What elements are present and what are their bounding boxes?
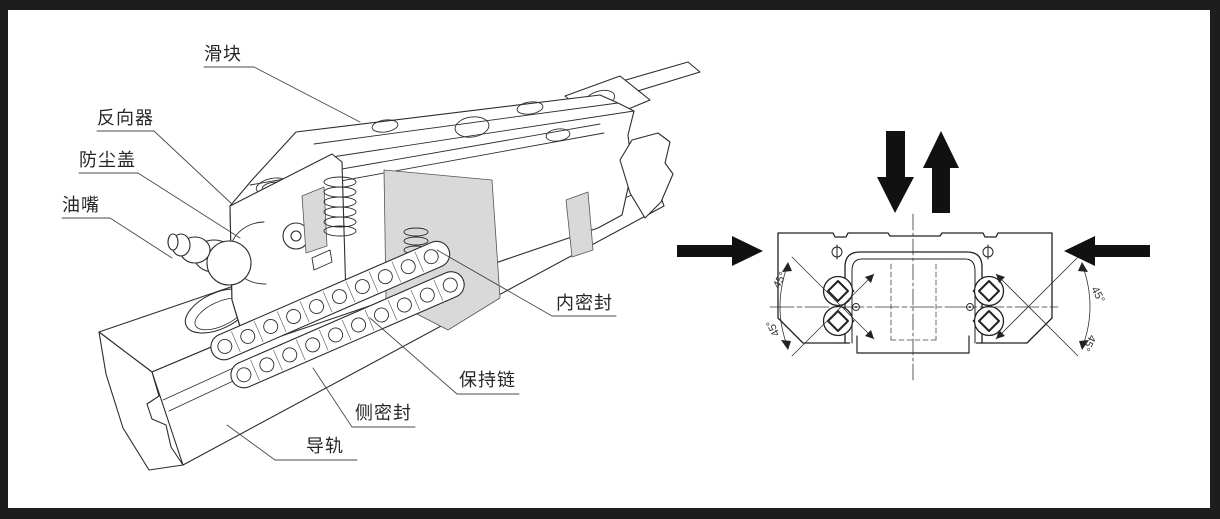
angle-label: 45°: [764, 318, 782, 338]
centerlines: [769, 213, 1059, 381]
leader-slider-block: [203, 66, 361, 123]
leader-oil-nipple: [61, 217, 173, 259]
load-arrows: [677, 131, 1150, 266]
label-side-seal: 侧密封: [355, 403, 412, 423]
left-arrow-icon: [1064, 236, 1150, 266]
cross-section-view: 45° 45° 45° 45°: [677, 131, 1150, 381]
rail-end-stub: [619, 132, 674, 219]
leader-guide-rail: [226, 424, 358, 461]
right-arrow-icon: [677, 236, 763, 266]
leader-dust-cover: [78, 172, 241, 239]
angle-label: 45°: [1088, 285, 1106, 305]
ball: [822, 305, 854, 337]
spring-coil-left: [323, 176, 357, 237]
balls: [822, 275, 1005, 337]
oil-nipple-drawing: [167, 233, 252, 286]
label-guide-rail: 导轨: [306, 436, 344, 456]
rail-bolt-hidden-lines: [890, 263, 937, 341]
angle-label: 45°: [1080, 333, 1098, 353]
label-oil-nipple: 油嘴: [62, 195, 100, 215]
label-inner-seal: 内密封: [556, 293, 613, 313]
leader-lines: [61, 66, 617, 461]
leader-side-seal: [312, 367, 416, 428]
down-arrow-icon: [877, 131, 914, 213]
leader-inner-seal: [436, 249, 617, 317]
ball: [973, 305, 1005, 337]
ball-retainer-chains: [210, 240, 465, 389]
ball: [822, 275, 854, 307]
section-block-outline: [777, 232, 1053, 344]
label-dust-cover: 防尘盖: [79, 150, 136, 170]
label-reverser: 反向器: [97, 108, 154, 128]
leader-reverser: [96, 130, 234, 206]
label-retainer-chain: 保持链: [459, 370, 516, 390]
label-slider-block: 滑块: [204, 44, 242, 64]
up-arrow-icon: [923, 131, 959, 213]
retainer-chain-upper: [210, 240, 451, 361]
mount-screw-holes: [831, 244, 994, 260]
leader-retainer-chain: [369, 317, 520, 395]
exploded-view: [61, 61, 701, 471]
retainer-chain-lower: [230, 271, 465, 389]
ball: [973, 275, 1005, 307]
